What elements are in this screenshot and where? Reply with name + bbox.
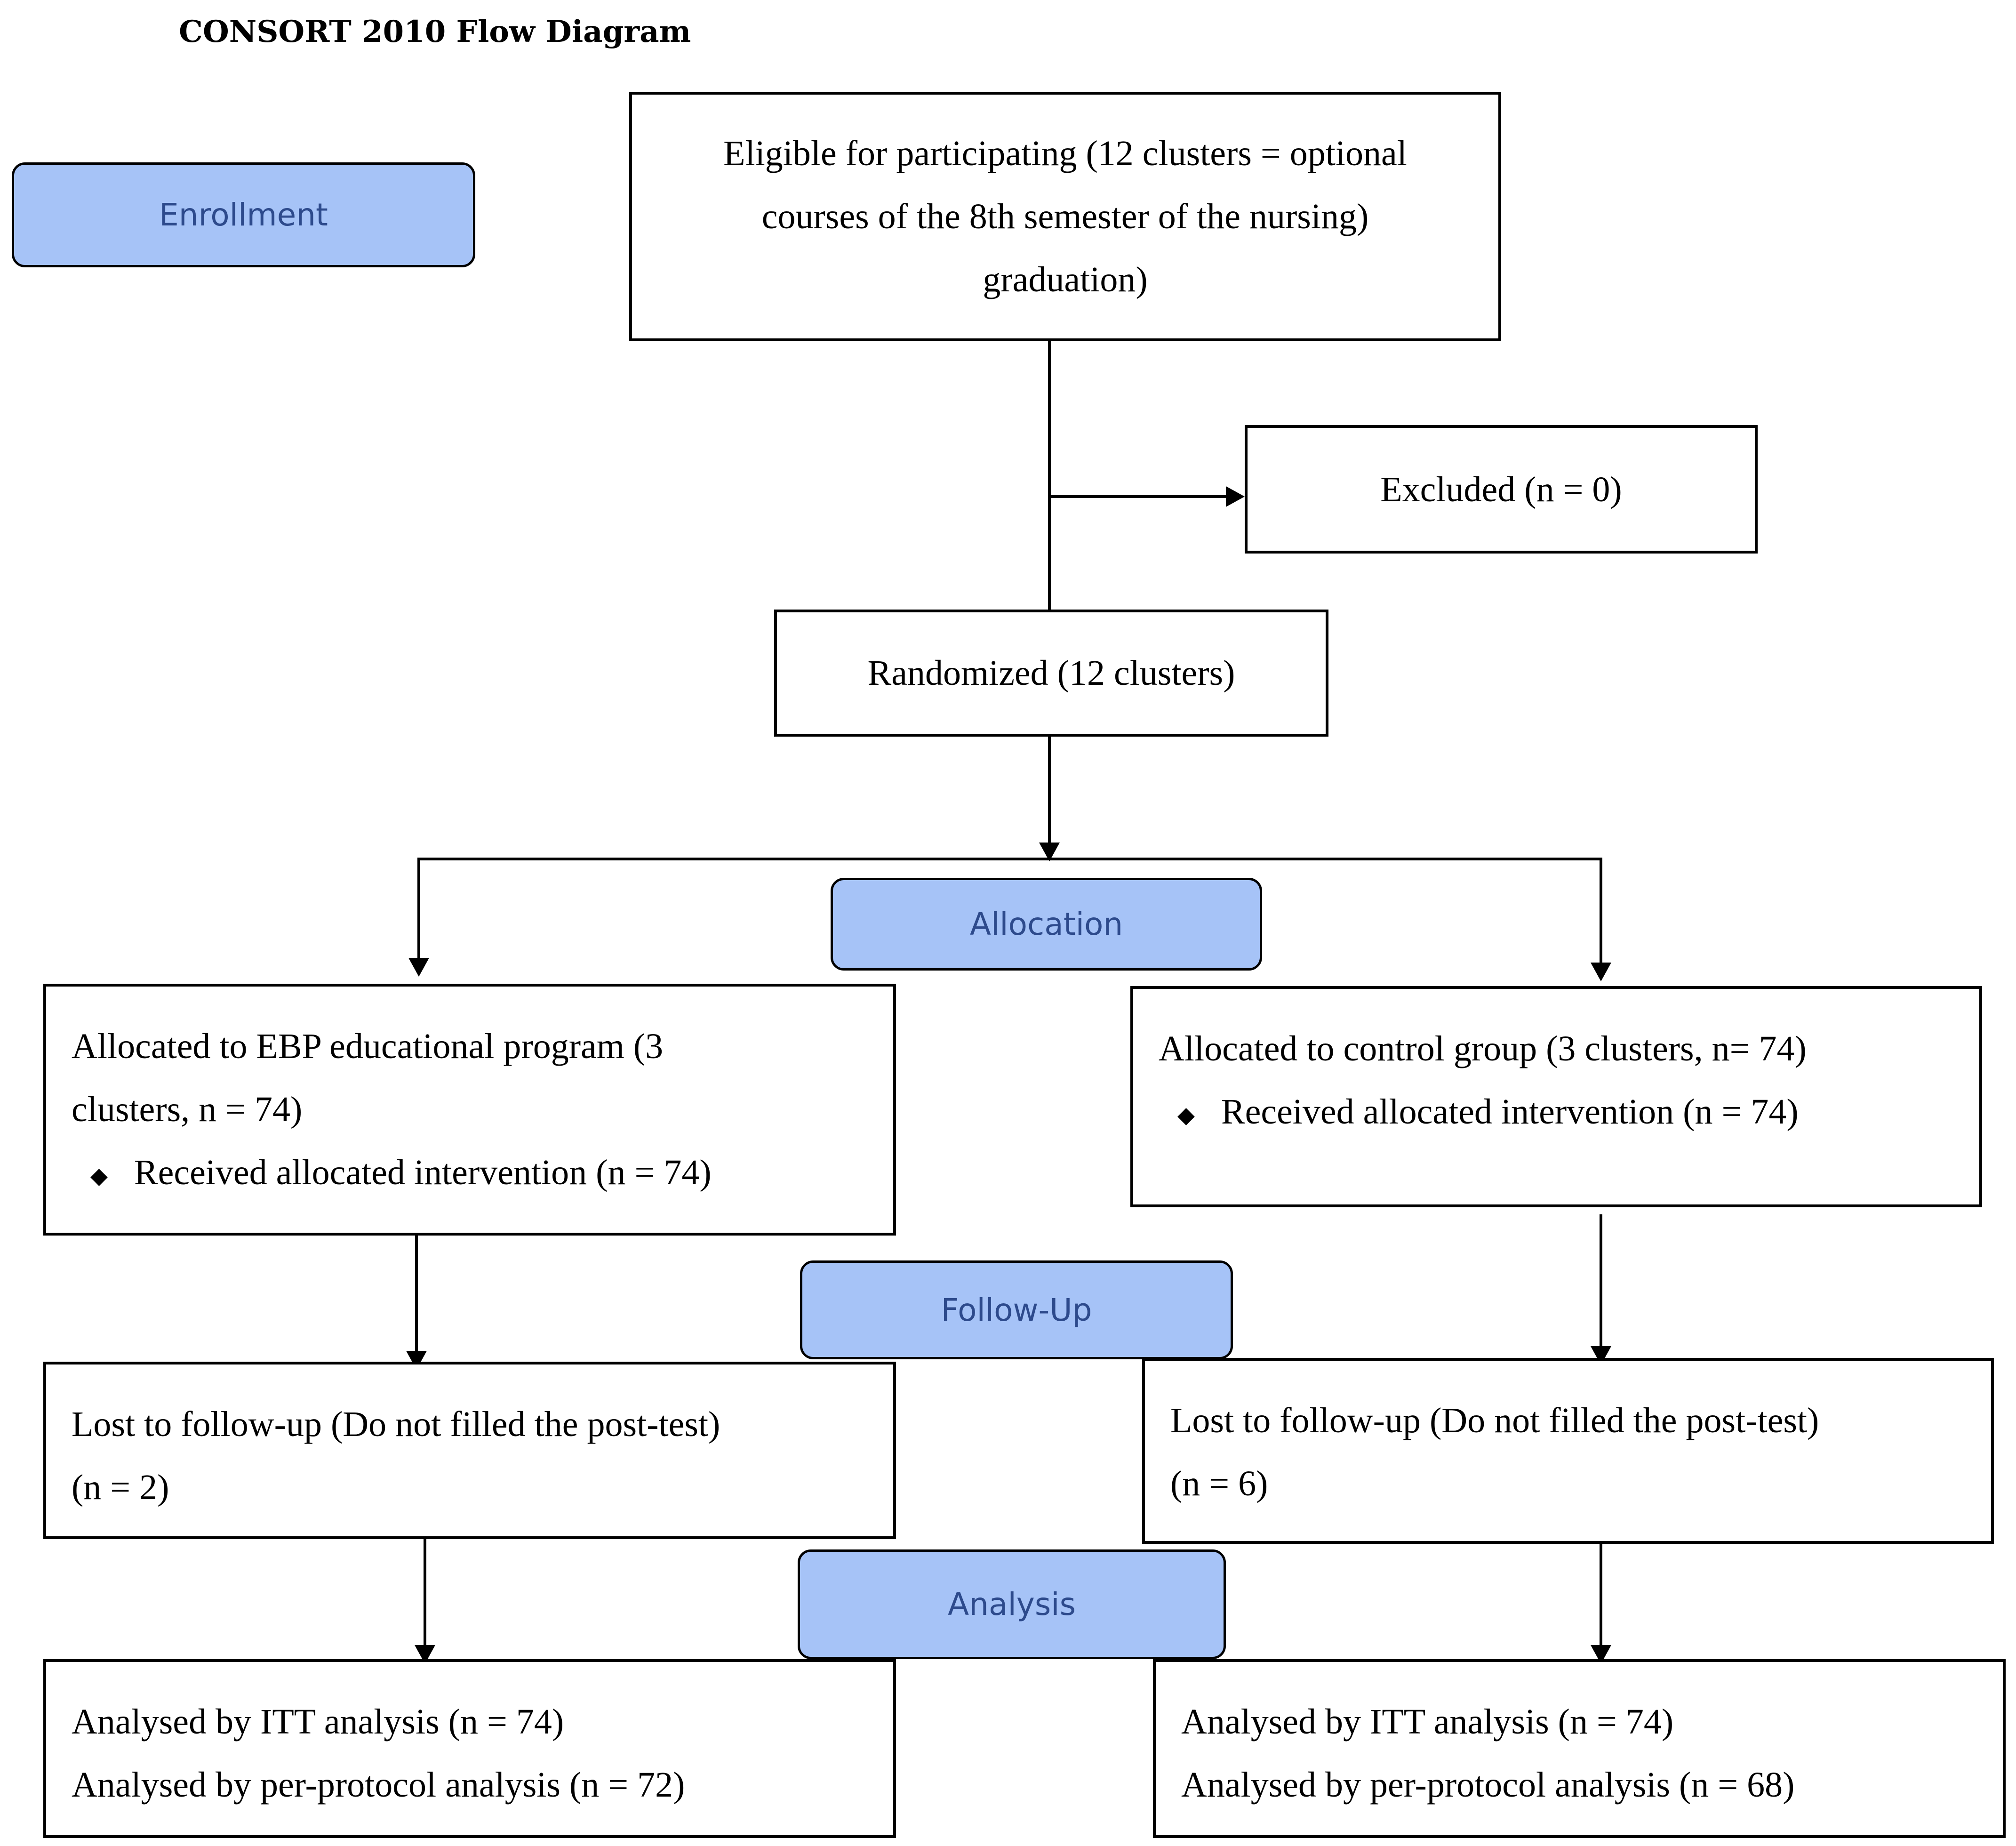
arrowhead-lost-ebp bbox=[406, 1351, 427, 1370]
node-analysed-ebp-line: Analysed by ITT analysis (n = 74) bbox=[72, 1702, 564, 1742]
node-allocated-ebp-line: Allocated to EBP educational program (3 bbox=[72, 1027, 664, 1066]
arrowhead-analysed-ebp bbox=[415, 1645, 435, 1664]
node-randomized: Randomized (12 clusters) bbox=[774, 610, 1328, 737]
node-lost-control-line: Lost to follow-up (Do not filled the pos… bbox=[1170, 1401, 1819, 1440]
arrowhead-control bbox=[1591, 963, 1611, 981]
diagram-title: CONSORT 2010 Flow Diagram bbox=[179, 14, 691, 49]
node-excluded-text: Excluded (n = 0) bbox=[1380, 469, 1622, 509]
arrowhead-split bbox=[1039, 843, 1060, 861]
stage-follow-up: Follow-Up bbox=[800, 1260, 1233, 1359]
node-analysed-control-line: Analysed by per-protocol analysis (n = 6… bbox=[1181, 1765, 1795, 1805]
arrowhead-analysed-control bbox=[1591, 1645, 1611, 1664]
node-eligible-line: Eligible for participating (12 clusters … bbox=[723, 134, 1407, 173]
stage-analysis: Analysis bbox=[798, 1549, 1226, 1659]
node-analysed-ebp-line: Analysed by per-protocol analysis (n = 7… bbox=[72, 1765, 685, 1805]
arrowhead-excluded bbox=[1226, 486, 1245, 507]
node-allocated-ebp-received: Received allocated intervention (n = 74) bbox=[72, 1141, 868, 1208]
link-split-ebp bbox=[417, 858, 1049, 960]
node-lost-ebp-line: (n = 2) bbox=[72, 1468, 169, 1507]
node-allocated-control-received: Received allocated intervention (n = 74) bbox=[1159, 1080, 1954, 1147]
stage-enrollment: Enrollment bbox=[12, 162, 475, 267]
node-analysed-ebp: Analysed by ITT analysis (n = 74) Analys… bbox=[43, 1659, 896, 1838]
arrowhead-lost-control bbox=[1591, 1346, 1611, 1365]
node-randomized-text: Randomized (12 clusters) bbox=[867, 653, 1235, 693]
node-lost-control: Lost to follow-up (Do not filled the pos… bbox=[1142, 1358, 1994, 1544]
stage-allocation: Allocation bbox=[831, 878, 1262, 971]
link-split-control bbox=[1049, 858, 1602, 965]
node-allocated-ebp: Allocated to EBP educational program (3 … bbox=[43, 984, 896, 1236]
node-allocated-ebp-line: clusters, n = 74) bbox=[72, 1090, 303, 1129]
node-analysed-control: Analysed by ITT analysis (n = 74) Analys… bbox=[1153, 1659, 2006, 1838]
node-eligible-line: courses of the 8th semester of the nursi… bbox=[761, 197, 1369, 236]
node-eligible-line: graduation) bbox=[983, 260, 1148, 299]
node-analysed-control-line: Analysed by ITT analysis (n = 74) bbox=[1181, 1702, 1674, 1742]
arrowhead-ebp bbox=[408, 958, 429, 977]
node-allocated-control: Allocated to control group (3 clusters, … bbox=[1130, 986, 1982, 1207]
node-lost-ebp: Lost to follow-up (Do not filled the pos… bbox=[43, 1362, 896, 1539]
node-allocated-control-line: Allocated to control group (3 clusters, … bbox=[1159, 1029, 1807, 1068]
node-excluded: Excluded (n = 0) bbox=[1245, 425, 1758, 554]
node-lost-control-line: (n = 6) bbox=[1170, 1464, 1268, 1503]
node-lost-ebp-line: Lost to follow-up (Do not filled the pos… bbox=[72, 1405, 720, 1444]
node-eligible: Eligible for participating (12 clusters … bbox=[629, 92, 1501, 341]
